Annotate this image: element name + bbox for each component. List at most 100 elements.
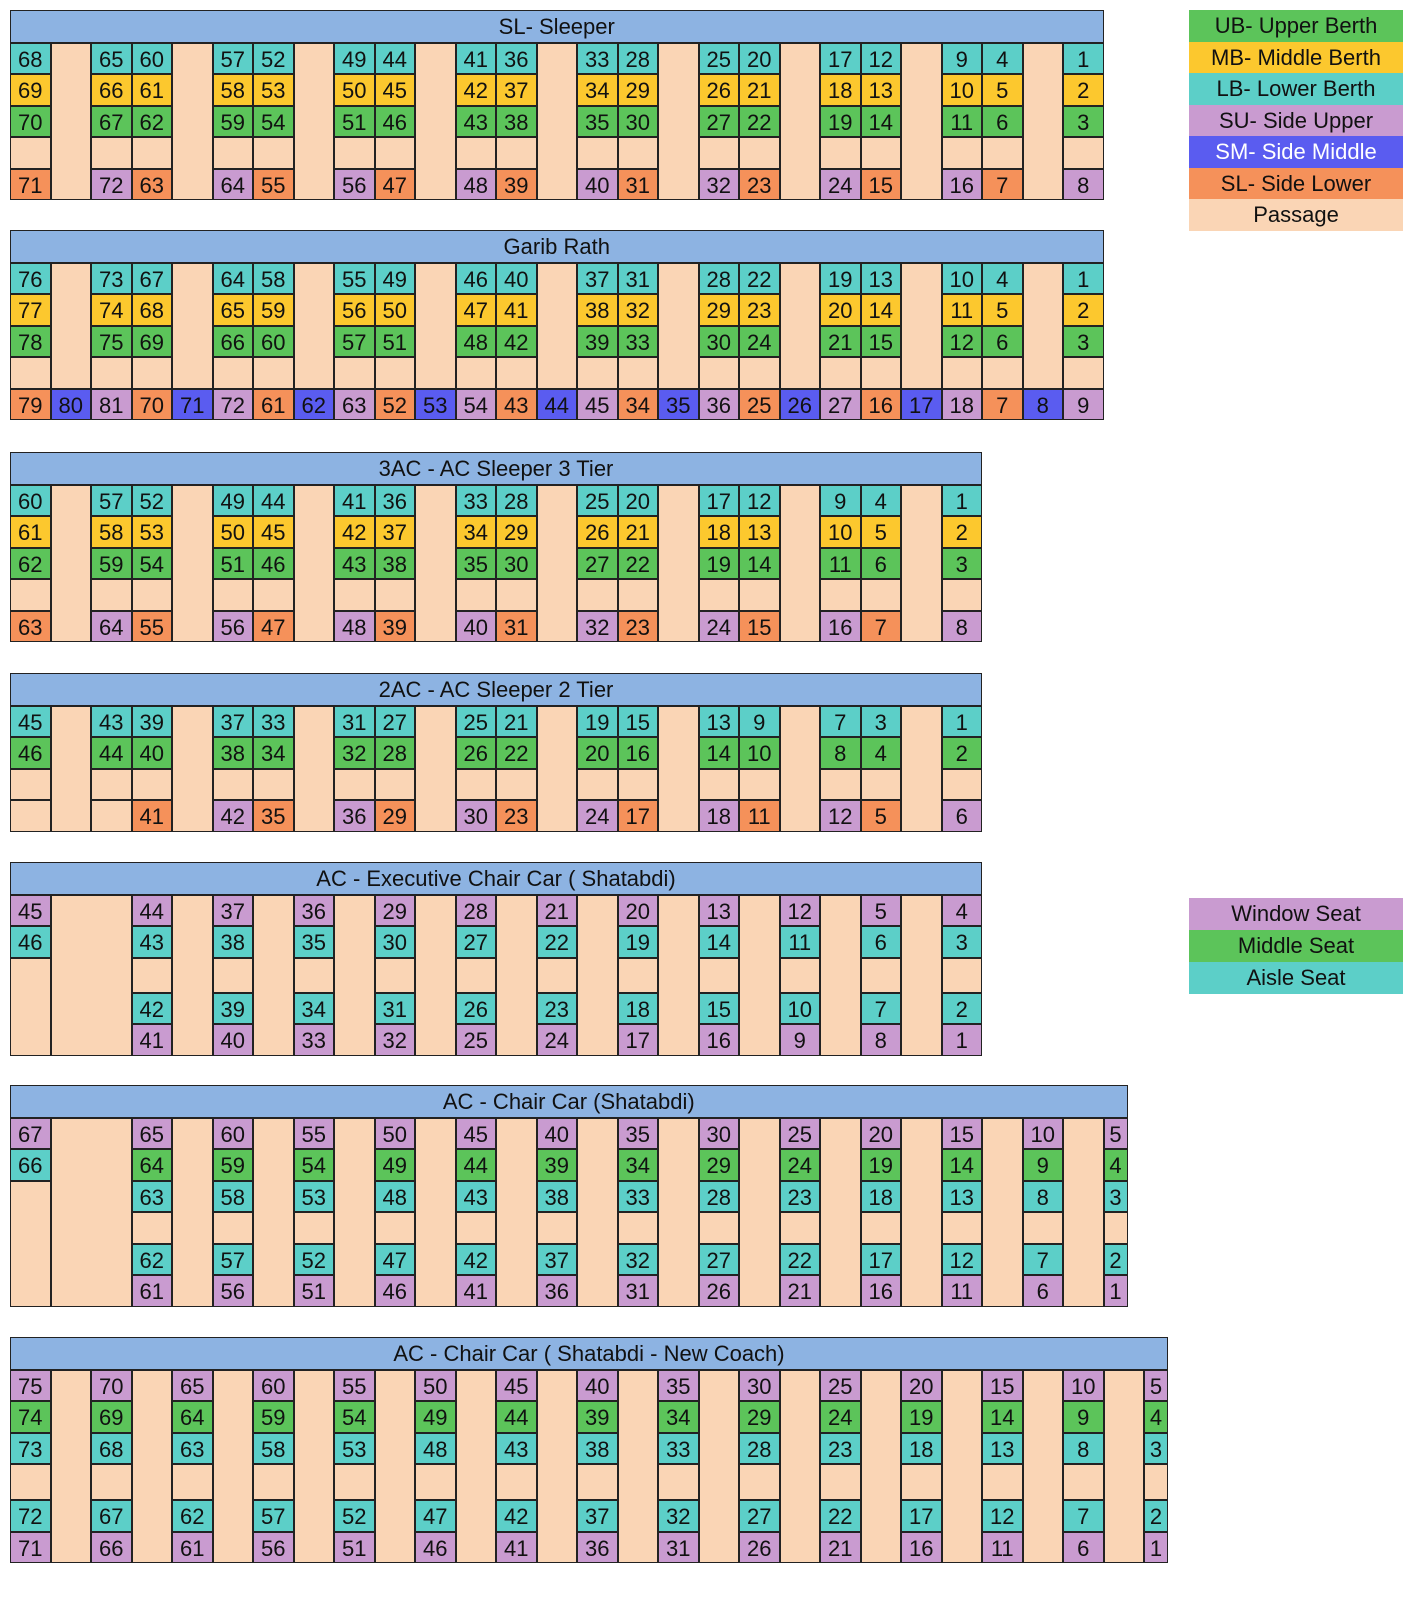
berth-mb: 45 — [253, 516, 294, 548]
berth-lb: 28 — [496, 484, 537, 516]
seat-window: 37 — [212, 894, 253, 926]
berth-su: 12 — [820, 800, 861, 832]
seat-aisle: 22 — [820, 1500, 861, 1532]
passage — [901, 42, 942, 200]
seat-aisle: 38 — [577, 1432, 618, 1464]
passage — [779, 484, 820, 642]
passage — [617, 357, 658, 389]
berth-ub: 20 — [577, 737, 618, 769]
berth-sm: 62 — [293, 388, 334, 420]
passage — [982, 357, 1023, 389]
berth-ub: 15 — [860, 325, 901, 357]
berth-lb: 40 — [496, 262, 537, 294]
passage — [658, 484, 699, 642]
seat-window: 30 — [698, 1117, 739, 1149]
seat-window: 40 — [536, 1117, 577, 1149]
berth-su: 63 — [334, 388, 375, 420]
berth-ub: 51 — [212, 547, 253, 579]
passage — [496, 768, 537, 800]
passage — [10, 957, 51, 1056]
seat-window: 50 — [415, 1369, 456, 1401]
seat-window: 51 — [293, 1275, 334, 1307]
berth-lb: 21 — [496, 705, 537, 737]
passage — [455, 957, 496, 993]
berth-su: 40 — [455, 610, 496, 642]
passage — [577, 1464, 618, 1500]
berth-su: 54 — [455, 388, 496, 420]
seat-aisle: 34 — [293, 992, 334, 1024]
berth-ub: 30 — [698, 325, 739, 357]
berth-mb: 2 — [1063, 294, 1104, 326]
passage — [293, 1369, 334, 1563]
seat-aisle: 57 — [212, 1243, 253, 1275]
berth-ub: 24 — [739, 325, 780, 357]
passage — [334, 357, 375, 389]
passage — [374, 357, 415, 389]
passage — [860, 957, 901, 993]
seat-window: 4 — [941, 894, 982, 926]
seat-window: 8 — [860, 1024, 901, 1056]
seat-window: 65 — [131, 1117, 172, 1149]
berth-sl: 55 — [131, 610, 172, 642]
seat-aisle: 23 — [820, 1432, 861, 1464]
passage — [496, 1464, 537, 1500]
seat-middle: 49 — [374, 1149, 415, 1181]
berth-lb: 1 — [941, 484, 982, 516]
seat-aisle: 7 — [860, 992, 901, 1024]
seat-aisle: 37 — [577, 1500, 618, 1532]
berth-lb: 65 — [91, 42, 132, 74]
seat-middle: 49 — [415, 1401, 456, 1433]
seat-aisle: 33 — [617, 1180, 658, 1212]
berth-mb: 45 — [374, 74, 415, 106]
seat-window: 44 — [131, 894, 172, 926]
berth-lb: 25 — [698, 42, 739, 74]
berth-lb: 57 — [91, 484, 132, 516]
seat-aisle: 32 — [658, 1500, 699, 1532]
berth-sl: 63 — [10, 610, 51, 642]
seat-window: 36 — [577, 1531, 618, 1563]
seat-aisle: 53 — [334, 1432, 375, 1464]
berth-mb: 41 — [496, 294, 537, 326]
berth-lb: 15 — [617, 705, 658, 737]
seat-middle: 44 — [496, 1401, 537, 1433]
passage — [577, 357, 618, 389]
berth-ub: 51 — [334, 105, 375, 137]
berth-ub: 69 — [131, 325, 172, 357]
passage — [739, 357, 780, 389]
berth-lb: 1 — [1063, 42, 1104, 74]
berth-ub: 78 — [10, 325, 51, 357]
passage — [658, 705, 699, 832]
chair-car-title: AC - Chair Car (Shatabdi) — [10, 1085, 1128, 1118]
2ac-sleeper-title: 2AC - AC Sleeper 2 Tier — [10, 673, 982, 706]
berth-lb: 52 — [253, 42, 294, 74]
seat-aisle: 12 — [982, 1500, 1023, 1532]
berth-ub: 38 — [212, 737, 253, 769]
passage — [50, 1117, 132, 1307]
berth-lb: 4 — [860, 484, 901, 516]
passage — [455, 1369, 496, 1563]
berth-mb: 2 — [941, 516, 982, 548]
passage — [374, 579, 415, 611]
berth-sl: 7 — [860, 610, 901, 642]
berth-sl: 39 — [374, 610, 415, 642]
passage — [10, 768, 51, 800]
passage — [253, 1117, 294, 1307]
passage — [820, 1464, 861, 1500]
seat-aisle: 13 — [982, 1432, 1023, 1464]
seat-aisle: 14 — [698, 926, 739, 958]
berth-sl: 79 — [10, 388, 51, 420]
berth-lb: 4 — [982, 262, 1023, 294]
berth-lb: 44 — [253, 484, 294, 516]
berth-sl: 31 — [496, 610, 537, 642]
seat-window: 16 — [860, 1275, 901, 1307]
passage — [577, 768, 618, 800]
berth-ub: 46 — [374, 105, 415, 137]
passage — [779, 1212, 820, 1244]
seat-aisle: 67 — [91, 1500, 132, 1532]
berth-su: 72 — [212, 388, 253, 420]
seat-aisle: 43 — [455, 1180, 496, 1212]
berth-lb: 76 — [10, 262, 51, 294]
passage — [820, 768, 861, 800]
seat-aisle: 3 — [941, 926, 982, 958]
